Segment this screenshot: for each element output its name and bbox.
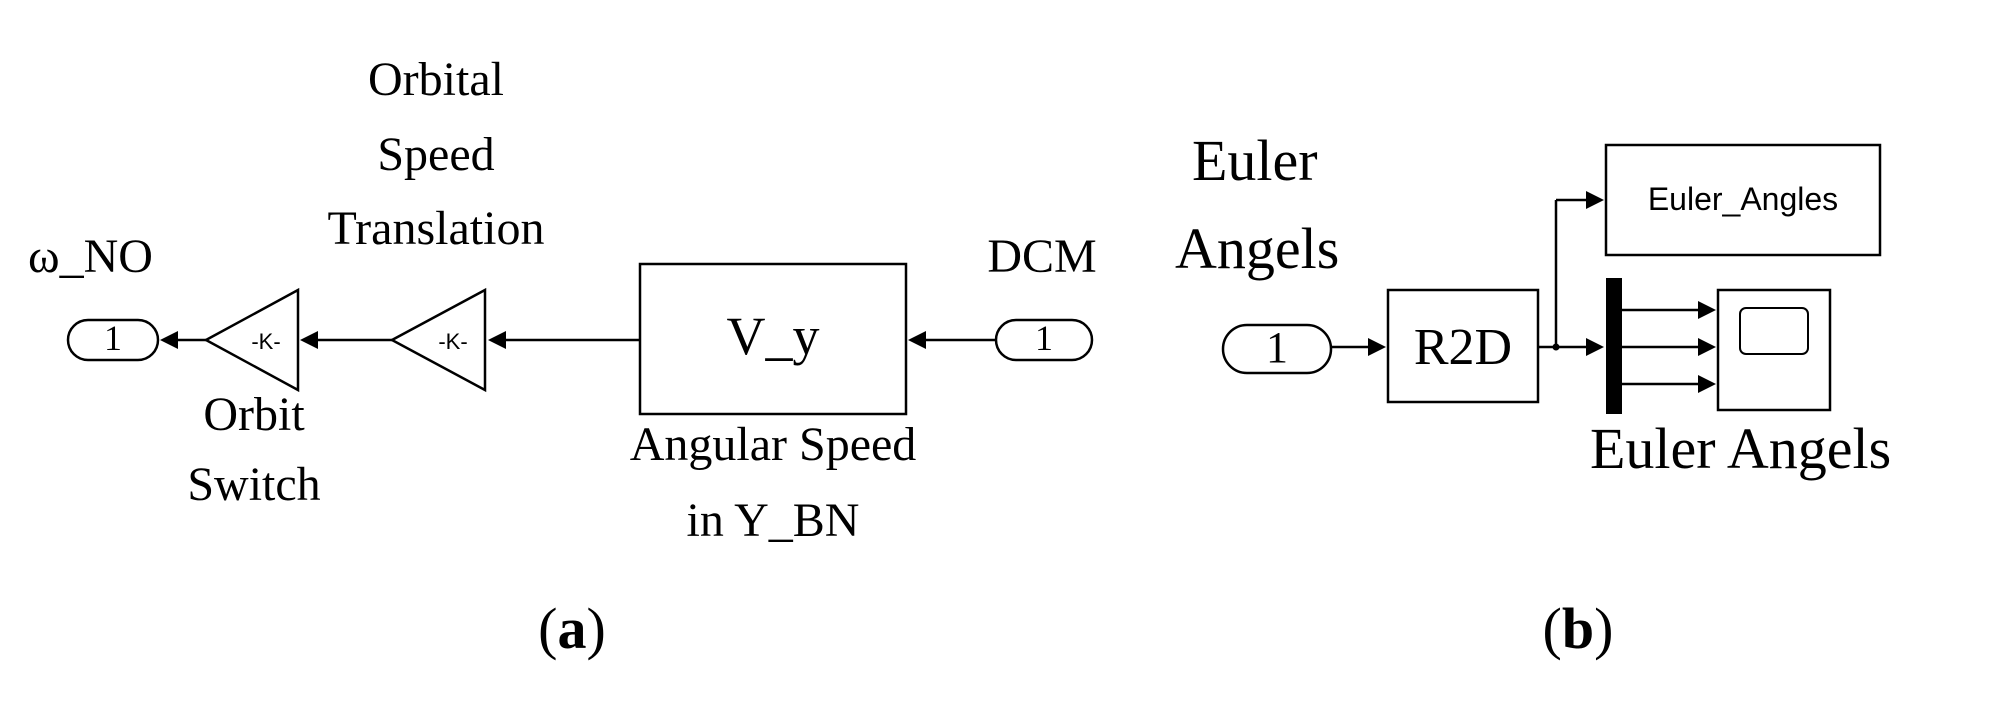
wire-demux-to-scope bbox=[1622, 301, 1716, 393]
orbital-speed-translation-gain[interactable]: -K- bbox=[389, 287, 487, 393]
dcm-port-number: 1 bbox=[1035, 318, 1053, 358]
omega-no-outport[interactable]: 1 bbox=[66, 318, 160, 362]
r2d-text: R2D bbox=[1414, 319, 1512, 376]
translation-gain-value: -K- bbox=[438, 329, 467, 354]
euler-angles-display-block[interactable]: Euler_Angles bbox=[1604, 143, 1882, 257]
caption-a: (a) bbox=[538, 596, 606, 661]
subsystem-label-line2: in Y_BN bbox=[687, 494, 860, 547]
euler-angels-inport[interactable]: 1 bbox=[1221, 323, 1333, 375]
r2d-block[interactable]: R2D bbox=[1386, 288, 1540, 404]
wire-subsystem-to-translation bbox=[488, 331, 640, 349]
orbit-switch-label-line1: Orbit bbox=[203, 388, 305, 441]
translation-label-line1: Orbital bbox=[368, 53, 504, 106]
caption-a-letter: a bbox=[558, 596, 587, 661]
euler-inport-label-line2: Angels bbox=[1175, 216, 1339, 281]
caption-b-letter: b bbox=[1562, 596, 1594, 661]
subsystem-label-line1: Angular Speed bbox=[630, 418, 917, 471]
svg-text:(a): (a) bbox=[538, 596, 606, 661]
scope-block[interactable] bbox=[1716, 288, 1832, 412]
wire-orbit-switch-to-outport bbox=[160, 331, 206, 349]
orbit-switch-label-line2: Switch bbox=[187, 458, 320, 511]
panel-a: 1 ω_NO -K- Orbit Switch -K- Orbital Spee… bbox=[28, 53, 1097, 661]
omega-no-label: ω_NO bbox=[28, 230, 153, 283]
display-block-text: Euler_Angles bbox=[1648, 181, 1838, 217]
angular-speed-subsystem[interactable]: V_y bbox=[638, 262, 908, 416]
euler-inport-number: 1 bbox=[1266, 323, 1288, 372]
wire-r2d-branch bbox=[1538, 191, 1604, 356]
dcm-label: DCM bbox=[987, 230, 1096, 283]
scope-label: Euler Angels bbox=[1590, 416, 1891, 481]
scope-screen bbox=[1739, 307, 1809, 355]
wire-dcm-to-subsystem bbox=[908, 331, 996, 349]
translation-label-line2: Speed bbox=[377, 128, 494, 181]
subsystem-text: V_y bbox=[727, 306, 820, 366]
caption-b: (b) bbox=[1543, 596, 1614, 661]
demux-block[interactable] bbox=[1606, 278, 1622, 414]
translation-label-line3: Translation bbox=[328, 202, 545, 255]
orbit-switch-gain[interactable]: -K- bbox=[203, 287, 300, 393]
dcm-inport[interactable]: 1 bbox=[994, 318, 1094, 362]
panel-b: Euler Angels 1 R2D Euler_Angles bbox=[1175, 128, 1891, 661]
orbit-switch-gain-value: -K- bbox=[251, 329, 280, 354]
svg-text:(b): (b) bbox=[1543, 596, 1614, 661]
wire-inport-to-r2d bbox=[1331, 338, 1386, 356]
omega-no-port-number: 1 bbox=[104, 318, 122, 358]
wire-translation-to-orbit-switch bbox=[300, 331, 392, 349]
euler-inport-label-line1: Euler bbox=[1192, 128, 1318, 193]
